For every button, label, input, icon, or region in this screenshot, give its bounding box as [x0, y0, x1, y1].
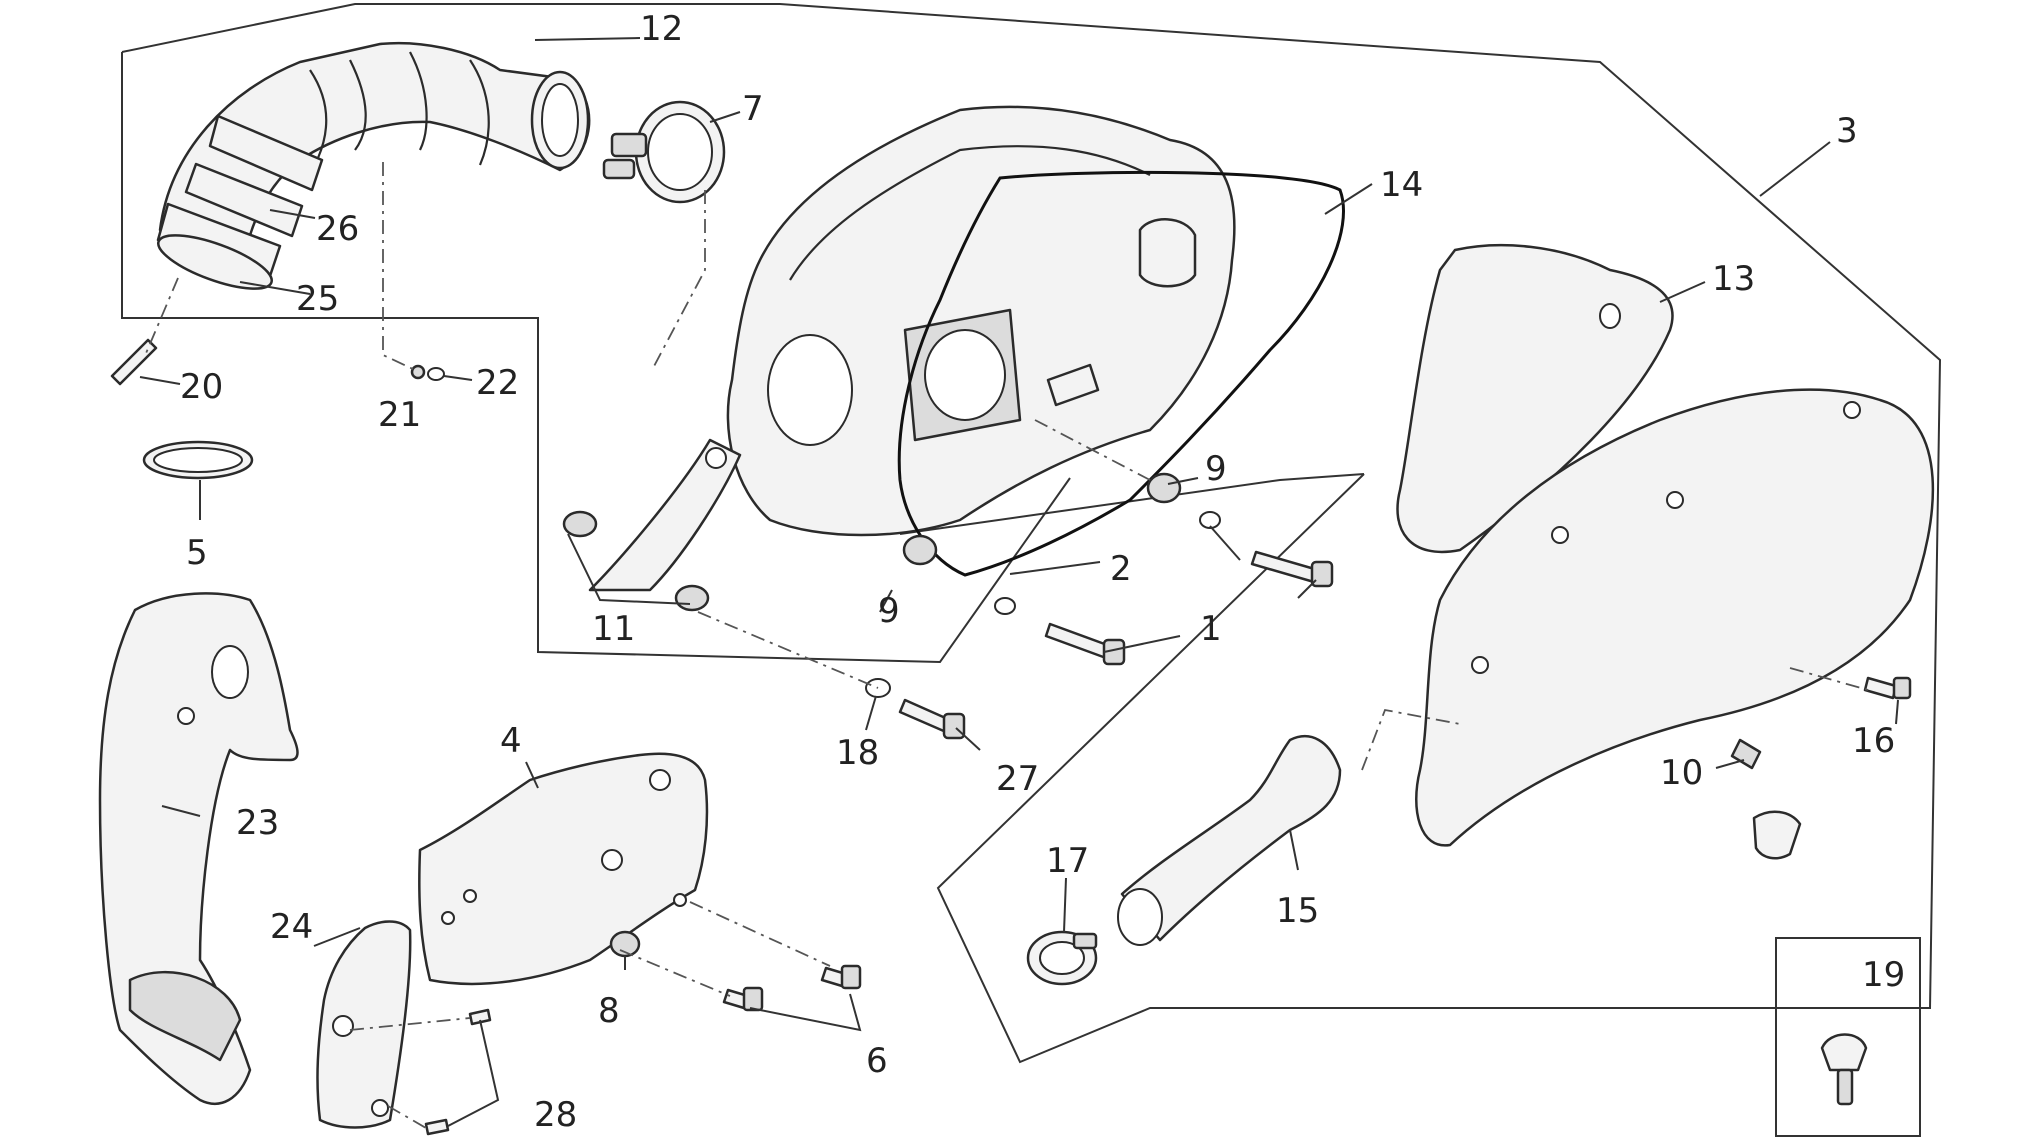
hose-clamp-part [602, 100, 726, 204]
cover-fasteners [1730, 676, 1912, 860]
cover-plate-part [316, 920, 412, 1129]
inlet-group-frame [121, 52, 1071, 664]
callout-12: 12 [640, 9, 683, 49]
side-cover-part [418, 752, 709, 986]
callout-1: 1 [1200, 609, 1222, 649]
callout-22: 22 [476, 363, 519, 403]
filter-hole [1599, 303, 1621, 329]
washer-22 [427, 367, 445, 381]
callout-6: 6 [866, 1041, 888, 1081]
callout-23: 23 [236, 803, 279, 843]
callout-27: 27 [996, 759, 1039, 799]
callout-11: 11 [592, 609, 635, 649]
callout-10: 10 [1660, 753, 1703, 793]
airbox-cover-part [1415, 388, 1935, 847]
gasket-ring-part [897, 170, 1345, 577]
bushings-group [562, 472, 1221, 698]
item-19-inset-box [1775, 937, 1921, 1137]
callout-7: 7 [742, 89, 764, 129]
callout-5: 5 [186, 533, 208, 573]
intake-hose-part [156, 41, 591, 290]
intake-duct-part [1120, 735, 1342, 942]
side-cover-fasteners [609, 930, 862, 1012]
callout-4: 4 [500, 721, 522, 761]
callout-9-upper: 9 [1205, 449, 1227, 489]
callout-16: 16 [1852, 721, 1895, 761]
callout-24: 24 [270, 907, 313, 947]
duct-clamp-part [1026, 930, 1098, 986]
leader-lines [139, 37, 1899, 1127]
callout-13: 13 [1712, 259, 1755, 299]
upper-assembly-frame [121, 3, 1942, 1064]
callout-19: 19 [1862, 955, 1905, 995]
callout-21: 21 [378, 395, 421, 435]
airbox-housing-part [588, 105, 1236, 592]
callout-9-lower: 9 [878, 591, 900, 631]
washer-21 [410, 364, 426, 380]
callout-8: 8 [598, 991, 620, 1031]
callout-3: 3 [1836, 111, 1858, 151]
alignment-lines [143, 162, 1869, 1129]
callout-25: 25 [296, 279, 339, 319]
callout-18: 18 [836, 733, 879, 773]
callout-28: 28 [534, 1095, 577, 1135]
callout-26: 26 [316, 209, 359, 249]
callout-15: 15 [1276, 891, 1319, 931]
callout-14: 14 [1380, 165, 1423, 205]
callout-2: 2 [1110, 549, 1132, 589]
screws-28 [424, 1008, 492, 1136]
bolt-group-frame [899, 473, 1365, 535]
clip-19-part [1820, 1033, 1868, 1106]
screw-20-part [110, 338, 158, 386]
callout-20: 20 [180, 367, 223, 407]
callout-labels: 1 2 3 4 5 6 7 8 9 9 10 11 12 13 14 15 16… [180, 9, 1905, 1135]
callout-17: 17 [1046, 841, 1089, 881]
